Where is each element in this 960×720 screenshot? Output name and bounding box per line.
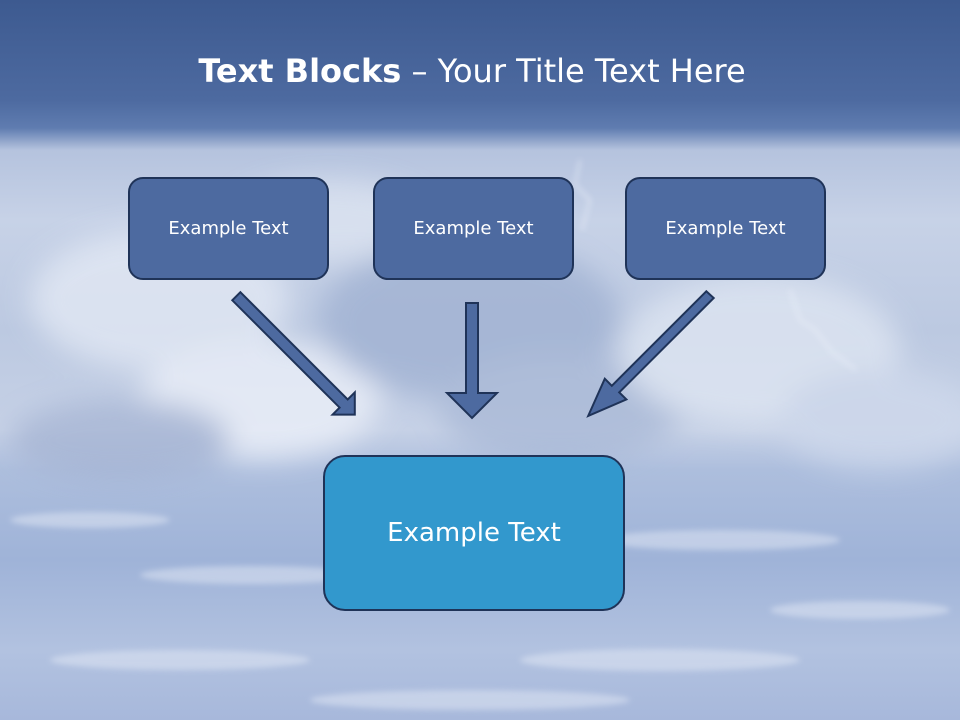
arrow-down-icon bbox=[444, 302, 500, 420]
title-bold-part: Text Blocks bbox=[198, 52, 402, 90]
arrow-down-right-icon bbox=[230, 290, 356, 416]
text-block-left-label: Example Text bbox=[168, 218, 289, 239]
text-block-left[interactable]: Example Text bbox=[128, 177, 329, 280]
text-block-right[interactable]: Example Text bbox=[625, 177, 826, 280]
target-text-block[interactable]: Example Text bbox=[323, 455, 625, 611]
title-rest: Your Title Text Here bbox=[437, 52, 746, 90]
arrow-down-left-icon bbox=[586, 289, 716, 418]
text-block-right-label: Example Text bbox=[665, 218, 786, 239]
title-separator: – bbox=[401, 52, 438, 90]
slide-title: Text Blocks – Your Title Text Here bbox=[0, 52, 944, 90]
target-text-block-label: Example Text bbox=[387, 518, 561, 548]
text-block-center[interactable]: Example Text bbox=[373, 177, 574, 280]
text-block-center-label: Example Text bbox=[413, 218, 534, 239]
